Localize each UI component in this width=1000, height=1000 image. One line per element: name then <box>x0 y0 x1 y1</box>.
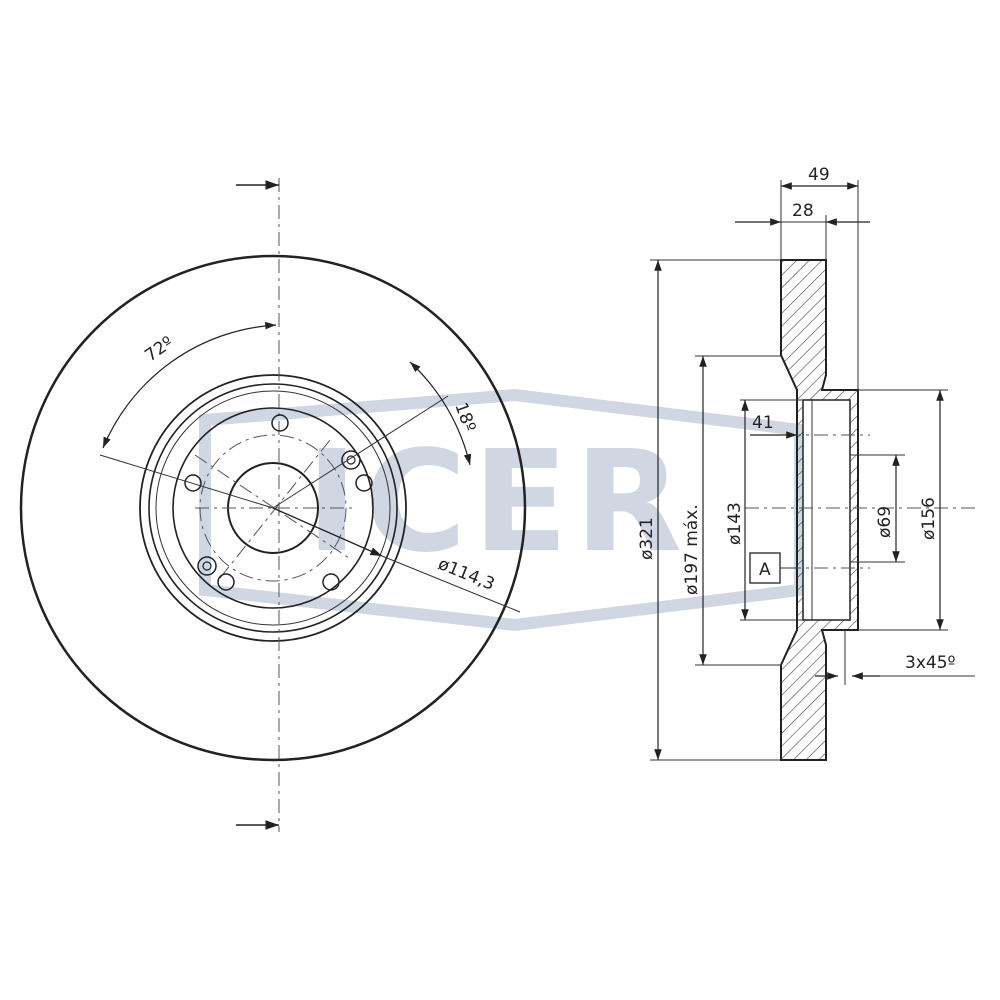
datum-a-label: A <box>759 560 771 580</box>
side-view: 49 28 ø321 ø197 máx. ø143 41 A ø69 <box>637 165 980 761</box>
chamfer-label: 3x45º <box>905 653 956 673</box>
icer-watermark-logo: ICER <box>199 388 806 632</box>
screw-hole-outer <box>197 556 217 576</box>
dim-49-label: 49 <box>808 165 830 185</box>
pcd-leader-tail <box>381 555 521 613</box>
angle-18-arc <box>409 361 472 466</box>
dim-143-label: ø143 <box>725 502 745 545</box>
screw-hole-outer <box>341 450 361 470</box>
bolt-hole <box>355 474 373 492</box>
angle-72-arc <box>102 321 277 449</box>
dim-69-label: ø69 <box>875 506 895 538</box>
dim-28-label: 28 <box>792 201 814 221</box>
bolt-holes <box>184 414 373 591</box>
angle-extension-line <box>99 454 274 509</box>
locating-screw-holes <box>197 450 361 576</box>
bolt-hole <box>184 474 202 492</box>
pcd-leader-line <box>272 507 383 557</box>
logo-text: ICER <box>306 421 688 584</box>
screw-hole-inner <box>346 455 356 465</box>
dim-156-label: ø156 <box>919 497 939 540</box>
screw-hole-inner <box>202 561 212 571</box>
datum-a-box <box>749 552 781 584</box>
disc-outer-edge <box>19 254 527 762</box>
dim-41-label: 41 <box>752 413 774 433</box>
dim-197-label: ø197 máx. <box>682 504 702 595</box>
bolt-hole <box>322 573 340 591</box>
hat-recess <box>802 399 851 621</box>
bolt-hole <box>217 573 235 591</box>
dim-321-label: ø321 <box>637 517 657 560</box>
